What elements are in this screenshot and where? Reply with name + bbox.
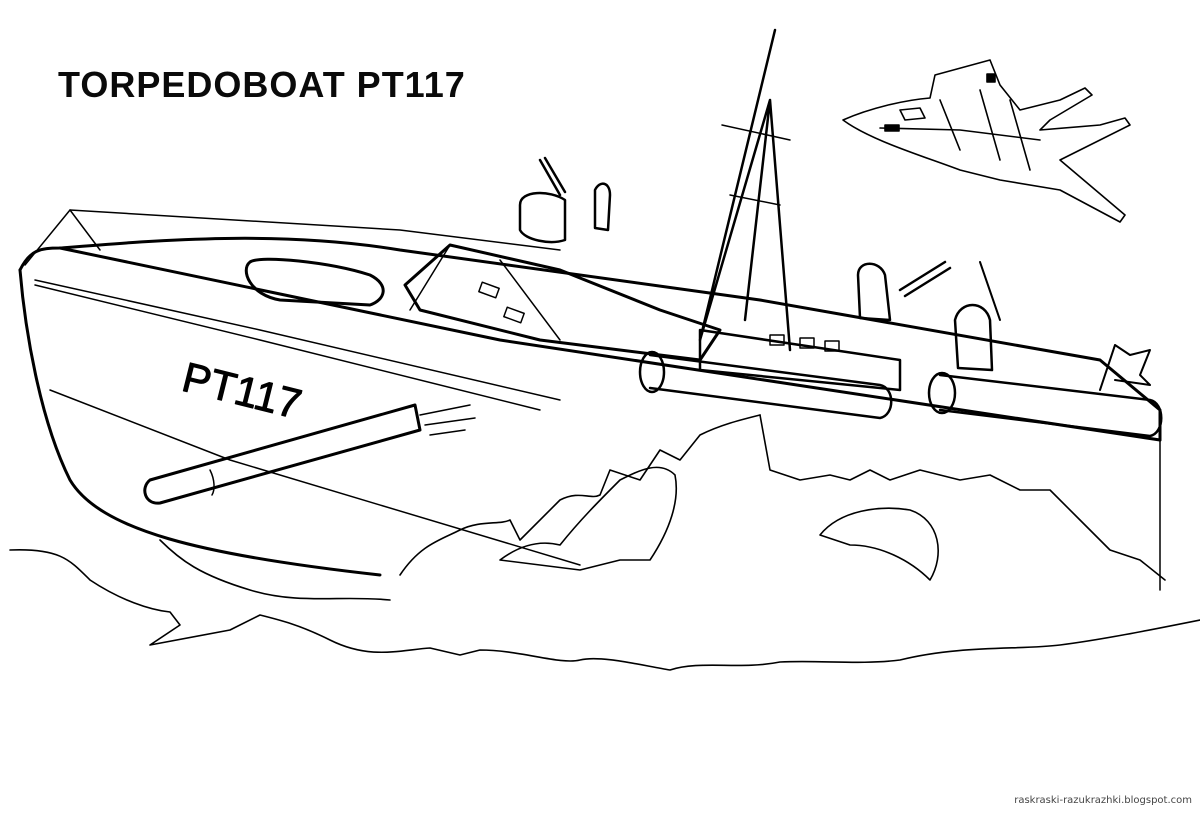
torpedo-boat — [18, 28, 1163, 591]
jet-aircraft-icon — [842, 59, 1131, 223]
torpedo-icon — [143, 403, 476, 505]
torpedo-tube — [638, 350, 893, 420]
torpedo-tube — [927, 371, 1163, 438]
page-title: TORPEDOBOAT PT117 — [58, 64, 466, 105]
source-credit: raskraski-razukrazhki.blogspot.com — [1014, 795, 1192, 806]
hull-marking: PT117 — [178, 353, 306, 428]
waves — [9, 414, 1200, 671]
